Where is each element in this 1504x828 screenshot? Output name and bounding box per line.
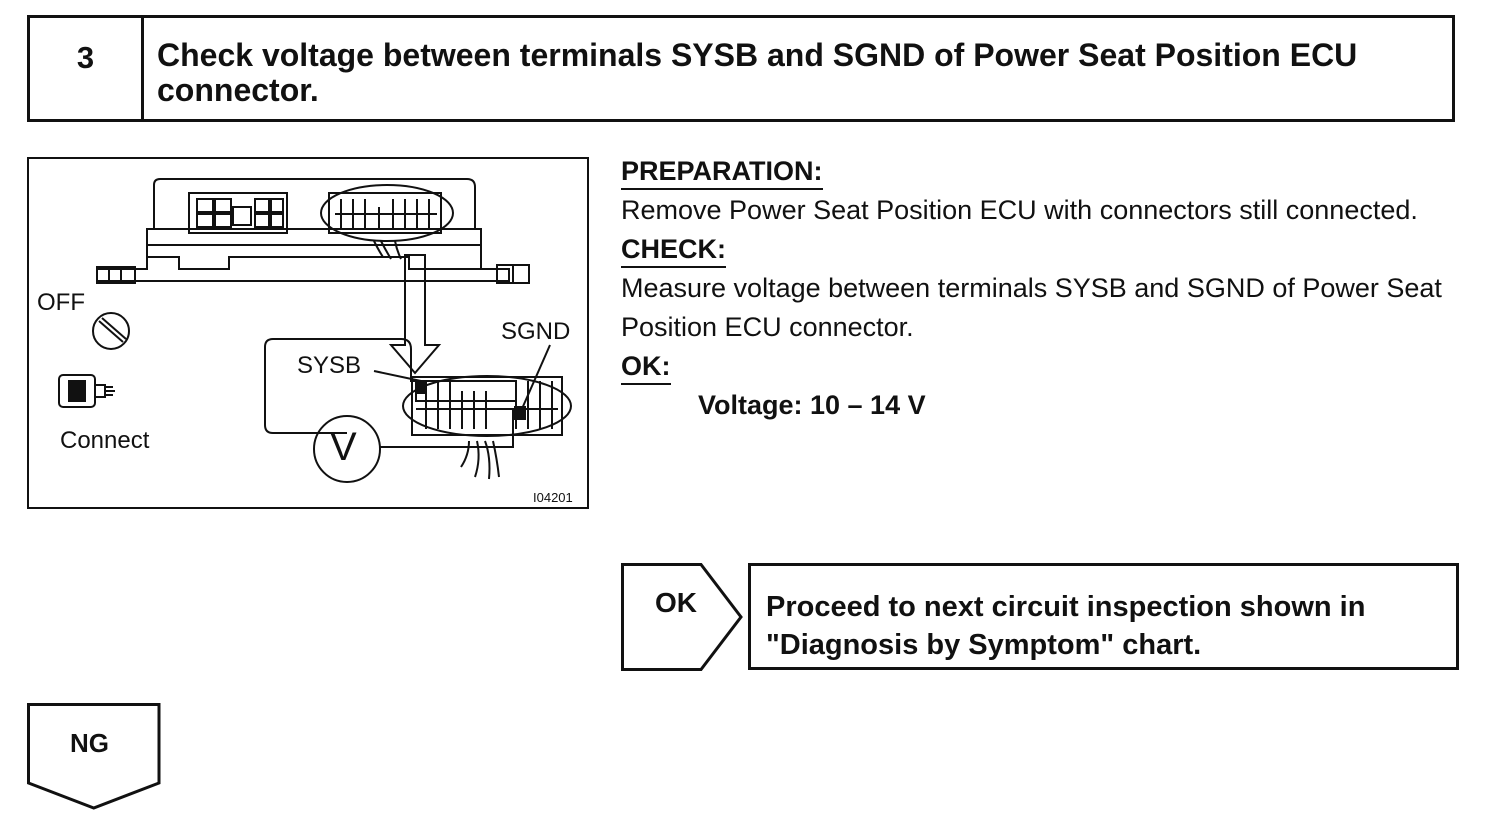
ok-result-text: Proceed to next circuit inspection shown… (766, 591, 1366, 661)
instructions-panel: PREPARATION: Remove Power Seat Position … (621, 152, 1461, 425)
figure-id: I04201 (533, 490, 573, 505)
check-heading: CHECK: (621, 232, 726, 268)
connect-label: Connect (60, 427, 150, 454)
preparation-text: Remove Power Seat Position ECU with conn… (621, 195, 1418, 225)
check-text: Measure voltage between terminals SYSB a… (621, 273, 1442, 342)
preparation-heading: PREPARATION: (621, 154, 823, 190)
ok-arrow-shape (621, 563, 743, 671)
ng-arrow-shape (27, 703, 161, 810)
step-number: 3 (30, 18, 144, 119)
step-header: 3 Check voltage between terminals SYSB a… (27, 15, 1455, 122)
sgnd-terminal-label: SGND (501, 318, 571, 345)
off-label: OFF (37, 289, 85, 316)
ok-spec-heading: OK: (621, 349, 671, 385)
wiring-illustration: OFF Connect SYSB SGND V I04201 (27, 157, 589, 509)
ok-label: OK (655, 587, 697, 618)
ng-label: NG (70, 728, 109, 758)
ecu-diagram-graphic (58, 178, 572, 483)
ok-result-box: Proceed to next circuit inspection shown… (748, 563, 1459, 670)
voltmeter-label: V (330, 425, 357, 469)
sysb-terminal-label: SYSB (297, 352, 362, 379)
ok-spec-value: Voltage: 10 – 14 V (698, 390, 926, 420)
step-title: Check voltage between terminals SYSB and… (157, 37, 1358, 108)
